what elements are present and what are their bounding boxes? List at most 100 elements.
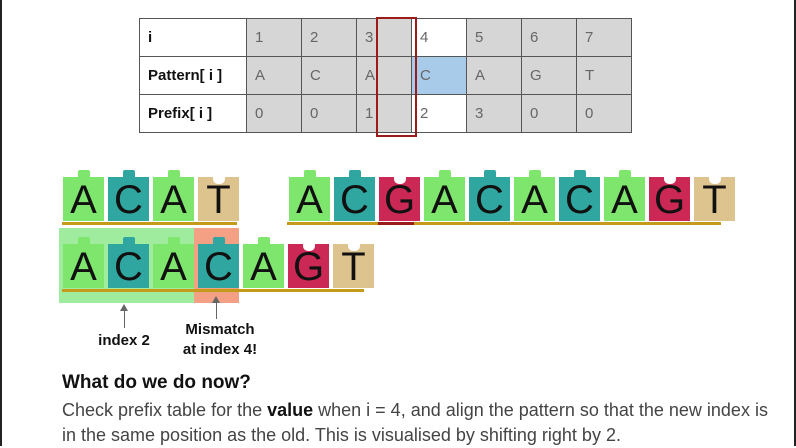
cell: 4: [411, 18, 467, 57]
nucleotide-tile: A: [63, 237, 104, 289]
tile-connector: [347, 244, 360, 251]
nucleotide-tile: T: [333, 244, 374, 289]
cell: 3: [466, 94, 522, 133]
prefix-table: i 1 2 3 4 5 6 7 Pattern[ i ] A C A C A G…: [139, 18, 632, 133]
nucleotide-tile: C: [108, 237, 149, 289]
cell: 5: [466, 18, 522, 57]
tile-connector: [77, 237, 90, 245]
header-i: i: [139, 18, 247, 57]
nucleotide-tile: A: [604, 170, 645, 222]
cell: 2: [411, 94, 467, 133]
cell: 0: [521, 94, 577, 133]
cell: 1: [246, 18, 302, 57]
body-text-bold: value: [267, 400, 314, 420]
tile-connector: [663, 177, 676, 184]
tile-letter: G: [383, 178, 416, 222]
cell: T: [576, 56, 632, 95]
nucleotide-tile: A: [424, 170, 465, 222]
cell: C: [301, 56, 357, 95]
text-underline-2: [287, 222, 721, 225]
arrow-head-mismatch: [212, 296, 220, 303]
index-label: index 2: [98, 332, 150, 349]
tile-connector: [257, 237, 270, 245]
cell: 1: [356, 94, 412, 133]
tile-connector: [77, 170, 90, 178]
nucleotide-tile: C: [198, 237, 239, 289]
tile-connector: [122, 237, 135, 245]
tile-connector: [167, 170, 180, 178]
header-pattern: Pattern[ i ]: [139, 56, 247, 95]
tile-letter: G: [653, 178, 686, 222]
nucleotide-tile: T: [694, 177, 735, 222]
tile-letter: T: [206, 178, 231, 222]
nucleotide-tile: A: [514, 170, 555, 222]
mismatch-label-2: at index 4!: [182, 341, 258, 358]
cell: C: [411, 56, 467, 95]
text-underline-1: [62, 222, 237, 225]
tile-connector: [483, 170, 496, 178]
tile-letter: A: [521, 178, 548, 222]
tile-letter: A: [160, 178, 187, 222]
tile-letter: A: [431, 178, 458, 222]
tile-connector: [303, 170, 316, 178]
tile-connector: [393, 177, 406, 184]
tile-letter: C: [204, 245, 233, 289]
nucleotide-tile: C: [108, 170, 149, 222]
tile-connector: [167, 237, 180, 245]
tile-letter: A: [70, 245, 97, 289]
tile-connector: [212, 237, 225, 245]
body-text-post: when i = 4, and align the pattern so tha…: [62, 400, 768, 445]
tile-letter: C: [475, 178, 504, 222]
tile-letter: A: [70, 178, 97, 222]
nucleotide-tile: G: [649, 177, 690, 222]
table-row-i: i 1 2 3 4 5 6 7: [139, 18, 632, 57]
tile-letter: C: [565, 178, 594, 222]
cell: A: [466, 56, 522, 95]
tile-letter: T: [702, 178, 727, 222]
nucleotide-tile: A: [153, 170, 194, 222]
cell: 7: [576, 18, 632, 57]
nucleotide-tile: C: [559, 170, 600, 222]
cell: 0: [576, 94, 632, 133]
header-prefix: Prefix[ i ]: [139, 94, 247, 133]
cell: 2: [301, 18, 357, 57]
nucleotide-tile: A: [289, 170, 330, 222]
arrow-head-index: [120, 304, 128, 311]
tile-connector: [618, 170, 631, 178]
tile-letter: A: [160, 245, 187, 289]
tile-connector: [438, 170, 451, 178]
tile-connector: [708, 177, 721, 184]
tile-letter: C: [114, 178, 143, 222]
cell: 6: [521, 18, 577, 57]
tile-letter: A: [250, 245, 277, 289]
nucleotide-tile: C: [334, 170, 375, 222]
tile-connector: [573, 170, 586, 178]
cell: A: [246, 56, 302, 95]
tile-letter: T: [341, 245, 366, 289]
nucleotide-tile: G: [288, 244, 329, 289]
section-heading: What do we do now?: [62, 372, 251, 393]
right-border: [794, 0, 796, 446]
tile-connector: [528, 170, 541, 178]
explanation-text: Check prefix table for the value when i …: [62, 398, 782, 448]
pattern-underline: [62, 289, 364, 292]
nucleotide-tile: A: [153, 237, 194, 289]
nucleotide-tile: A: [243, 237, 284, 289]
nucleotide-tile: G: [379, 177, 420, 222]
nucleotide-tile: C: [469, 170, 510, 222]
tile-connector: [302, 244, 315, 251]
mismatch-underline: [378, 222, 414, 225]
tile-letter: A: [611, 178, 638, 222]
nucleotide-tile: A: [63, 170, 104, 222]
left-border: [0, 0, 2, 446]
mismatch-label-1: Mismatch: [185, 321, 255, 338]
cell: 3: [356, 18, 412, 57]
cell: 0: [246, 94, 302, 133]
tile-connector: [348, 170, 361, 178]
cell: G: [521, 56, 577, 95]
arrow-mismatch: [216, 302, 217, 319]
tile-letter: C: [114, 245, 143, 289]
highlight-column-4: [376, 17, 417, 137]
cell: A: [356, 56, 412, 95]
tile-connector: [212, 177, 225, 184]
